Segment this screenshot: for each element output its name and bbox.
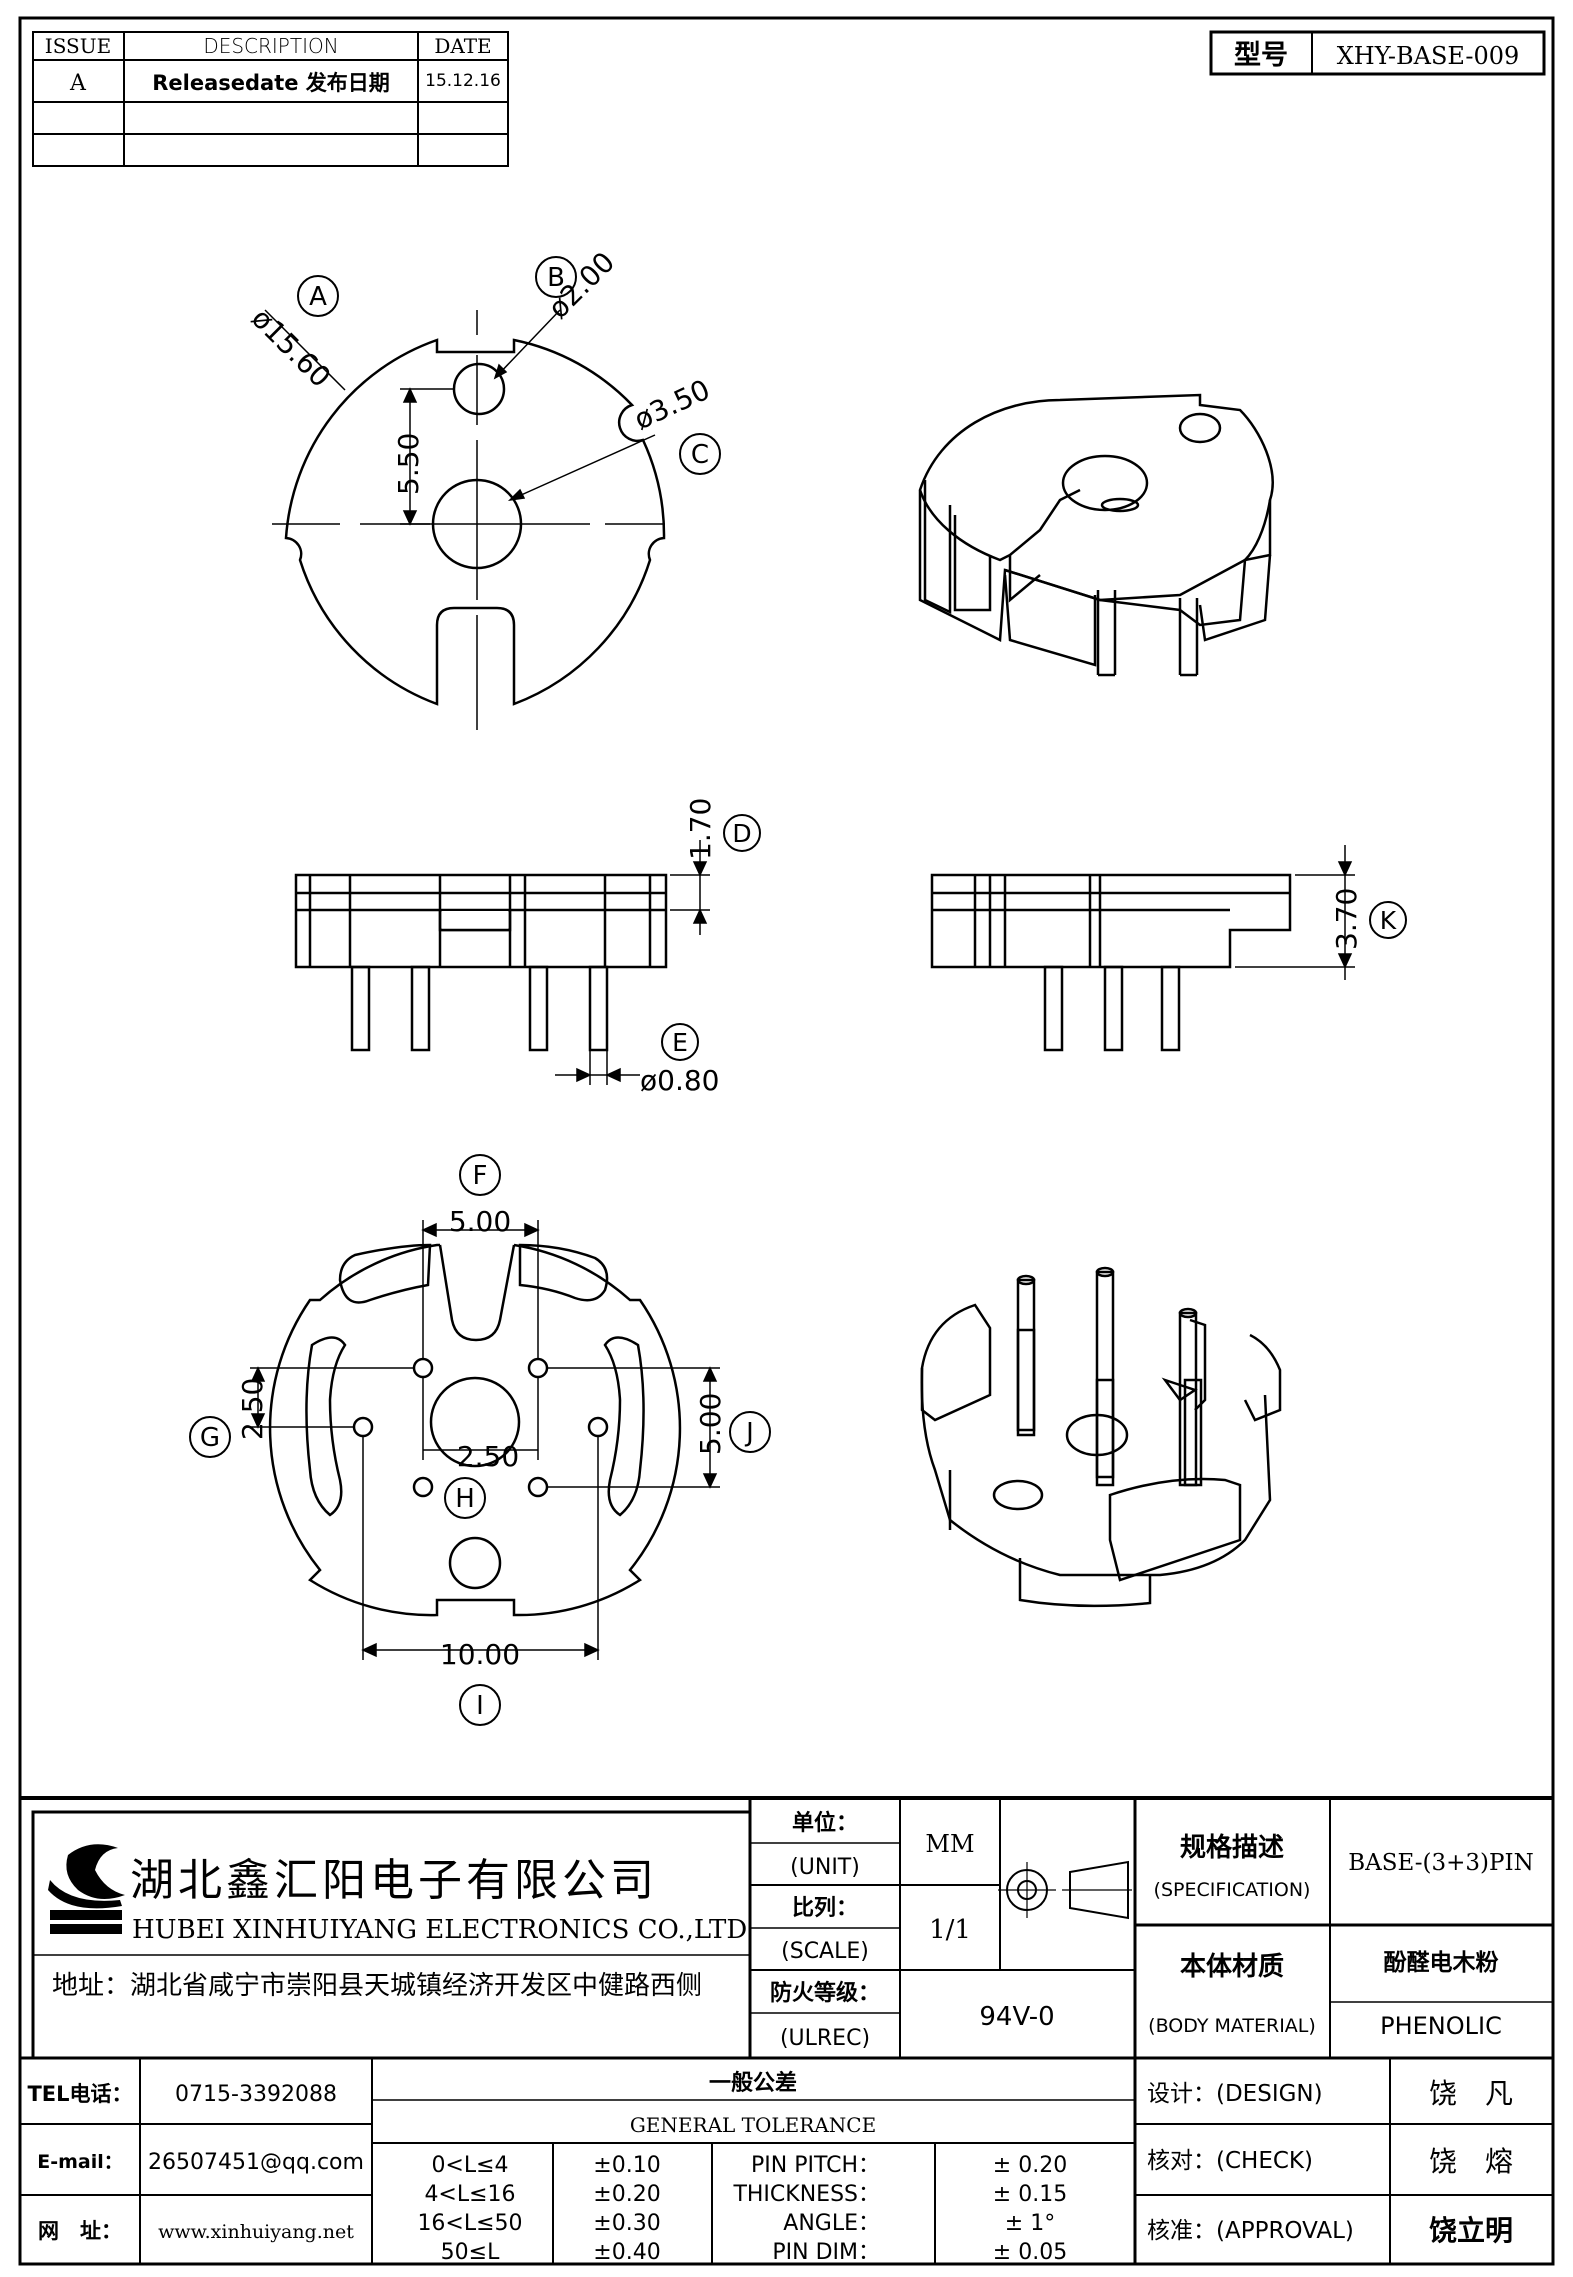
material-value-cn: 酚醛电木粉 <box>1384 1950 1499 1976</box>
side-view-dims <box>1235 845 1355 980</box>
dim-body-height: 3.70 <box>1330 888 1363 950</box>
bottom-view-callout-circles <box>189 1154 771 1726</box>
front-view-callout-circles <box>661 814 761 1061</box>
dim-center-hole-diameter: ø3.50 <box>629 373 715 436</box>
spec-label-cn: 规格描述 <box>1180 1832 1284 1863</box>
revision-date-a: 15.12.16 <box>425 71 501 91</box>
material-label-en: (BODY MATERIAL) <box>1148 2015 1316 2037</box>
revision-issue-a: A <box>69 71 87 96</box>
top-view-centerlines <box>264 309 665 730</box>
dim-pin-span-right: 5.00 <box>694 1393 727 1455</box>
callout-b: B <box>547 263 565 293</box>
tolerance-value: ±0.10 <box>593 2153 660 2178</box>
design-label: 设计：(DESIGN) <box>1147 2081 1323 2107</box>
dim-flange-height: 1.70 <box>684 798 717 860</box>
callout-f: F <box>473 1161 488 1191</box>
tolerance-feature: ANGLE： <box>783 2211 880 2236</box>
dim-pin-pitch-center: 2.50 <box>457 1440 519 1473</box>
callout-g: G <box>200 1423 220 1453</box>
spec-label-en: (SPECIFICATION) <box>1154 1879 1311 1901</box>
fire-label-en: (ULREC) <box>780 2026 870 2051</box>
tel-label: TEL电话： <box>27 2082 132 2106</box>
approval-name: 饶立明 <box>1429 2214 1513 2247</box>
dim-row-pitch: 5.00 <box>449 1205 511 1238</box>
tolerance-value: ±0.20 <box>593 2182 660 2207</box>
callout-e: E <box>672 1028 688 1057</box>
callout-k: K <box>1380 906 1397 935</box>
company-logo-icon <box>48 1844 125 1934</box>
isometric-top-view <box>918 393 1274 677</box>
title-block-frame <box>20 1796 1553 2266</box>
callout-k-circle <box>1369 901 1407 939</box>
bottom-view-dims <box>250 1220 720 1660</box>
unit-label-en: (UNIT) <box>790 1855 860 1880</box>
design-name: 饶 凡 <box>1429 2077 1513 2110</box>
tolerance-range: 16<L≤50 <box>417 2211 522 2236</box>
revision-table <box>32 31 509 167</box>
front-view <box>294 873 668 1052</box>
email-label: E-mail： <box>37 2151 123 2173</box>
email-value: 26507451@qq.com <box>148 2150 364 2175</box>
callout-h: H <box>455 1484 475 1514</box>
web-label: 网 址： <box>38 2219 122 2243</box>
front-view-dims <box>555 840 710 1085</box>
approval-label: 核准：(APPROVAL) <box>1147 2218 1354 2244</box>
dim-pin-pitch-left: 2.50 <box>236 1378 269 1440</box>
web-value: www.xinhuiyang.net <box>158 2221 354 2243</box>
side-view <box>930 873 1292 1052</box>
tolerance-feature-value: ± 0.20 <box>993 2153 1067 2178</box>
tolerance-feature-value: ± 1° <box>1005 2211 1055 2236</box>
model-number: XHY-BASE-009 <box>1337 42 1520 70</box>
scale-value: 1/1 <box>929 1915 971 1945</box>
tolerance-title-en: GENERAL TOLERANCE <box>630 2113 876 2137</box>
revision-header-description: DESCRIPTION <box>203 34 338 58</box>
model-box <box>1209 30 1546 76</box>
callout-d: D <box>732 819 751 848</box>
tolerance-feature: PIN DIM： <box>772 2240 880 2265</box>
dim-hole-spacing: 5.50 <box>392 433 425 495</box>
projection-symbol-icon <box>998 1860 1132 1920</box>
material-label-cn: 本体材质 <box>1180 1952 1284 1982</box>
tolerance-rows: 0<L≤4 ±0.10 PIN PITCH： ± 0.20 4<L≤16 ±0.20 THI… <box>417 2153 1067 2265</box>
tolerance-range: 50≤L <box>441 2240 500 2265</box>
tolerance-range: 0<L≤4 <box>431 2153 508 2178</box>
revision-header-issue: ISSUE <box>45 34 111 58</box>
company-name-cn: 湖北鑫汇阳电子有限公司 <box>130 1855 658 1906</box>
company-name-en: HUBEI XINHUIYANG ELECTRONICS CO.,LTD <box>132 1915 747 1945</box>
tolerance-feature-value: ± 0.05 <box>993 2240 1067 2265</box>
tolerance-feature-value: ± 0.15 <box>993 2182 1067 2207</box>
isometric-bottom-view <box>920 1266 1282 1608</box>
model-label: 型号 <box>1234 40 1288 71</box>
scale-label-en: (SCALE) <box>781 1939 869 1964</box>
scale-label-cn: 比列： <box>792 1896 858 1921</box>
callout-c: C <box>691 440 709 470</box>
material-value-en: PHENOLIC <box>1380 2012 1502 2040</box>
check-label: 核对：(CHECK) <box>1147 2148 1313 2174</box>
tolerance-feature: PIN PITCH： <box>751 2153 880 2178</box>
callout-j: J <box>744 1418 754 1448</box>
revision-header-date: DATE <box>434 34 491 58</box>
tolerance-value: ±0.30 <box>593 2211 660 2236</box>
spec-value: BASE-(3+3)PIN <box>1348 1850 1533 1876</box>
tolerance-value: ±0.40 <box>593 2240 660 2265</box>
tel-value: 0715-3392088 <box>175 2082 337 2107</box>
top-view-callout-circles <box>297 256 721 475</box>
unit-value: MM <box>925 1830 974 1858</box>
callout-i: I <box>476 1691 484 1721</box>
callout-a: A <box>309 282 327 312</box>
fire-label-cn: 防火等级： <box>770 1980 880 2006</box>
unit-label-cn: 单位： <box>792 1810 858 1836</box>
dim-overall-pin-span: 10.00 <box>440 1638 520 1671</box>
dim-pin-diameter: ø0.80 <box>640 1064 719 1097</box>
tolerance-title-cn: 一般公差 <box>709 2070 797 2096</box>
revision-description-a: Releasedate 发布日期 <box>152 71 390 95</box>
check-name: 饶 熔 <box>1429 2145 1513 2178</box>
tolerance-feature: THICKNESS： <box>732 2182 880 2207</box>
fire-rating-value: 94V-0 <box>979 2002 1054 2032</box>
tolerance-range: 4<L≤16 <box>424 2182 515 2207</box>
company-address: 地址：湖北省咸宁市崇阳县天城镇经济开发区中健路西侧 <box>52 1971 702 2001</box>
bottom-view <box>268 1243 682 1617</box>
